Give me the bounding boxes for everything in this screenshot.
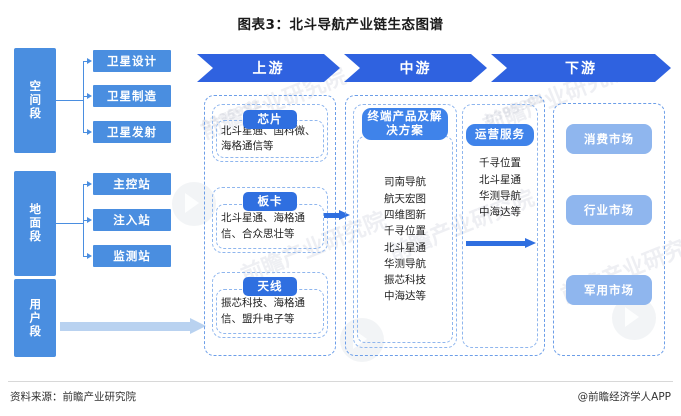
company-name: 四维图新 [384, 208, 426, 221]
company-name: 司南导航 [384, 176, 426, 189]
downstream-market-military[interactable]: 军用市场 [566, 275, 652, 305]
arrow-head-icon [87, 92, 92, 99]
node-satellite-manufacturing[interactable]: 卫星制造 [93, 85, 171, 107]
segment-space: 空间段 [14, 48, 56, 153]
midstream-panel [345, 95, 545, 356]
company-list-text: 振芯科技、海格通信、盟升电子等 [221, 297, 305, 325]
company-name: 中海达等 [479, 206, 521, 219]
connector-line [56, 100, 83, 101]
company-name: 北斗星通 [384, 241, 426, 254]
flow-arrow-midstream-to-downstream [466, 238, 536, 249]
midstream-group-terminal-label: 终端产品及解决方案 [362, 108, 448, 140]
stage-banner-downstream: 下游 [491, 54, 671, 82]
flow-arrow-upstream-to-midstream [324, 210, 350, 221]
midstream-terminal-companies: 司南导航 航天宏图 四维图新 千寻位置 北斗星通 华测导航 振芯科技 中海达等 [357, 136, 453, 343]
midstream-operations-companies: 千寻位置 北斗星通 华测导航 中海达等 [466, 148, 534, 228]
connector-line [83, 61, 88, 62]
node-uplink-station[interactable]: 注入站 [93, 209, 171, 231]
arrow-head-icon [87, 180, 92, 187]
source-text: 资料来源：前瞻产业研究院 [10, 391, 136, 403]
upstream-group-chip [212, 104, 328, 162]
attribution-text: @前瞻经济学人APP [577, 391, 671, 403]
midstream-group-operations [462, 104, 538, 348]
company-name: 千寻位置 [384, 225, 426, 238]
company-name: 华测导航 [384, 257, 426, 270]
connector-line [83, 220, 88, 221]
stage-banner-upstream: 上游 [197, 54, 340, 82]
node-master-control-station[interactable]: 主控站 [93, 173, 171, 195]
node-satellite-design[interactable]: 卫星设计 [93, 50, 171, 72]
connector-line [56, 223, 83, 224]
page-title: 图表3：北斗导航产业链生态图谱 [237, 17, 444, 33]
downstream-market-industry[interactable]: 行业市场 [566, 195, 652, 225]
upstream-group-board [212, 187, 328, 253]
node-satellite-launch[interactable]: 卫星发射 [93, 121, 171, 143]
upstream-antenna-companies: 振芯科技、海格通信、盟升电子等 [216, 289, 324, 334]
downstream-panel [553, 103, 665, 356]
upstream-panel [204, 95, 336, 356]
user-segment-flow-arrow [60, 318, 206, 335]
upstream-group-board-label: 板卡 [243, 192, 297, 211]
company-name: 中海达等 [384, 290, 426, 303]
footer-divider [8, 381, 673, 382]
company-list-text: 北斗星通、海格通信、合众思壮等 [221, 212, 305, 240]
upstream-group-chip-label: 芯片 [243, 110, 297, 129]
company-name: 千寻位置 [479, 157, 521, 170]
arrow-head-icon [87, 252, 92, 259]
upstream-group-antenna [212, 272, 328, 338]
downstream-market-consumer[interactable]: 消费市场 [566, 124, 652, 154]
connector-line [83, 256, 88, 257]
connector-line [83, 132, 88, 133]
arrow-head-icon [87, 216, 92, 223]
connector-line [83, 96, 88, 97]
company-name: 华测导航 [479, 190, 521, 202]
node-monitoring-station[interactable]: 监测站 [93, 245, 171, 267]
company-name: 北斗星通 [479, 173, 521, 186]
segment-user: 用户段 [14, 279, 56, 357]
midstream-group-terminal [353, 104, 457, 348]
company-name: 航天宏图 [384, 192, 426, 205]
segment-ground: 地面段 [14, 171, 56, 276]
upstream-group-antenna-label: 天线 [243, 277, 297, 296]
arrow-head-icon [87, 57, 92, 64]
connector-line [83, 184, 88, 185]
midstream-group-operations-label: 运营服务 [466, 124, 534, 146]
arrow-head-icon [87, 128, 92, 135]
company-name: 振芯科技 [384, 274, 426, 287]
stage-banner-midstream: 中游 [344, 54, 487, 82]
upstream-board-companies: 北斗星通、海格通信、合众思壮等 [216, 204, 324, 249]
